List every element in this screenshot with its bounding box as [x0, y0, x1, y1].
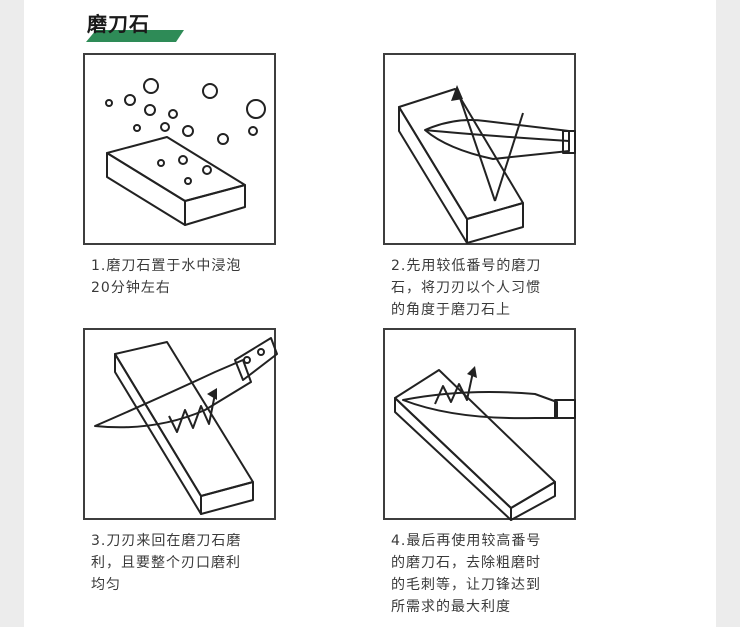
step-caption-1: 1.磨刀石置于水中浸泡 20分钟左右 [91, 258, 242, 296]
knife-angle-on-stone-icon [398, 85, 576, 244]
step-caption-2: 2.先用较低番号的磨刀 石，将刀刃以个人习惯 的角度于磨刀石上 [391, 258, 542, 318]
step-illustration-3 [83, 328, 278, 520]
step-illustration-1 [83, 53, 276, 245]
right-gutter [716, 0, 740, 627]
left-gutter [0, 0, 24, 627]
title-highlight-icon [86, 30, 184, 42]
section-header: 磨刀石 [84, 6, 204, 42]
step-caption-4: 4.最后再使用较高番号 的磨刀石，去除粗磨时 的毛刺等，让刀锋达到 所需求的最大… [391, 533, 542, 615]
knife-fine-stone-icon [394, 366, 576, 521]
step-illustration-2 [383, 53, 576, 245]
content-page: 磨刀石 [24, 0, 716, 627]
knife-back-and-forth-icon [94, 337, 278, 515]
step-illustration-4 [383, 328, 576, 521]
whetstone-in-water-icon [105, 78, 266, 226]
section-title: 磨刀石 [87, 12, 150, 36]
step-caption-3: 3.刀刃来回在磨刀石磨 利，且要整个刃口磨利 均匀 [91, 533, 242, 593]
